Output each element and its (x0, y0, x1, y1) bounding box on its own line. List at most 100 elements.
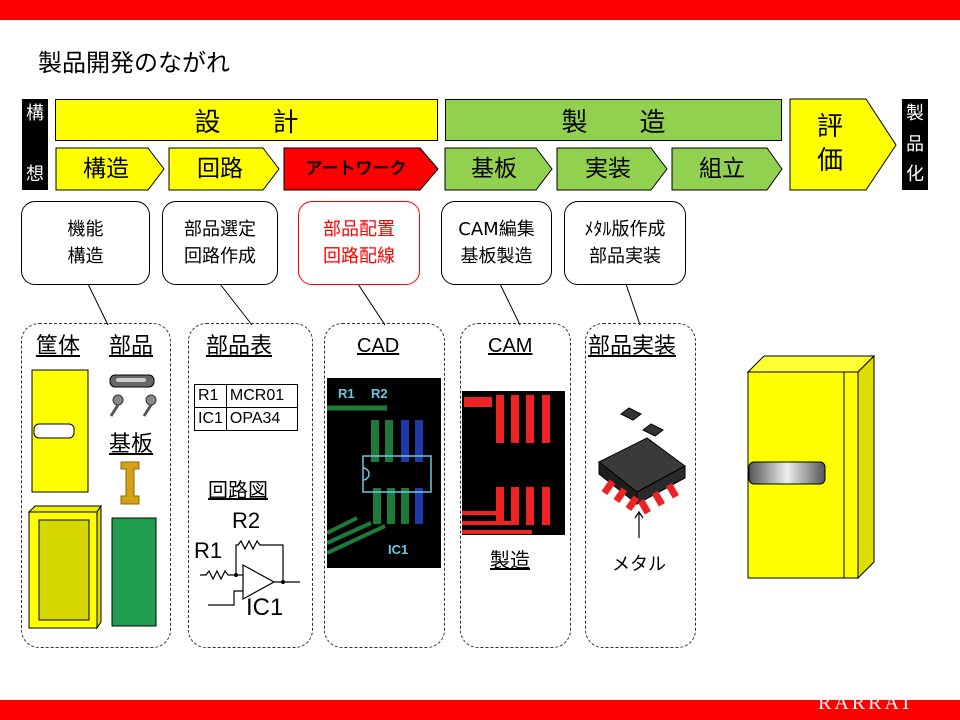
cad-trace (327, 521, 372, 545)
top-bar (0, 0, 960, 20)
cad-trace (327, 516, 358, 535)
step-assembly-label: 組立 (699, 156, 745, 182)
cad-pad (387, 488, 395, 524)
cad-label-r2: R2 (371, 386, 388, 401)
detail-line: 構造 (67, 246, 104, 267)
evaluation-char-1: 評 (816, 112, 843, 142)
ic-lead (613, 487, 628, 504)
pcb-board-shape (111, 517, 157, 627)
detail-bubble-artwork: 部品配置回路配線 (298, 201, 420, 285)
evaluation-label: 評 価 (812, 110, 848, 178)
table-row: R1 MCR01 (194, 384, 298, 408)
schematic-label-r1: R1 (194, 538, 223, 563)
step-arrow-board (444, 147, 553, 191)
product-illustration (746, 354, 876, 580)
cad-pad (415, 420, 423, 462)
bom-part: MCR01 (225, 384, 298, 408)
housing-base-top (27, 505, 102, 513)
product-char-3: 化 (906, 164, 924, 185)
part-connector-highlight (116, 378, 146, 382)
cad-label-r1: R1 (338, 386, 355, 401)
connector-3 (357, 283, 386, 326)
bom-ref: IC1 (194, 407, 227, 431)
cam-output-image (462, 391, 565, 535)
cam-pad (542, 487, 550, 525)
concept-char-1: 構 (26, 103, 44, 124)
product-char-1: 製 (906, 103, 924, 124)
assembly-title: 部品実装 (588, 334, 677, 359)
cad-pad (373, 488, 381, 524)
schematic-label-r2: R2 (232, 508, 261, 533)
design-phase: 設 計 (55, 99, 438, 141)
detail-line: 基板製造 (460, 246, 533, 267)
housing-slot (33, 423, 75, 439)
detail-line: ﾒﾀﾙ版作成 (584, 219, 666, 240)
ic-package-illustration (598, 407, 686, 538)
schematic-wire (200, 569, 236, 581)
step-arrow-assembly (671, 147, 783, 191)
cam-pad (496, 487, 504, 525)
step-arrow-mount (556, 147, 668, 191)
cam-pad (511, 395, 519, 443)
pointer-arrowhead (634, 510, 644, 519)
connector-4 (499, 283, 521, 326)
product-char-2: 品 (906, 133, 924, 155)
product-handle (748, 461, 826, 485)
cam-pad (511, 487, 519, 525)
cam-title: CAM (488, 335, 533, 357)
cad-trace (327, 524, 386, 555)
cad-ic-outline (362, 455, 432, 493)
connector-2 (219, 283, 253, 326)
ic-lead (651, 490, 665, 507)
cad-pad (401, 420, 409, 462)
schematic-wire (235, 539, 284, 582)
product-side-face (857, 354, 875, 580)
step-board-label: 基板 (471, 156, 517, 182)
screw-icon (109, 394, 124, 417)
panel-cad (324, 323, 445, 648)
housing-base-inner (38, 519, 90, 621)
panel-cam (460, 323, 571, 648)
product-top-face (746, 355, 876, 373)
cad-label-ic1: IC1 (388, 542, 409, 557)
cam-pad (526, 395, 534, 443)
parts-title: 部品 (109, 334, 154, 359)
product-label: 製 品 化 (902, 99, 928, 190)
step-arrow-structure (55, 147, 165, 191)
cad-pad (371, 420, 379, 462)
manufacturing-phase-label: 製 造 (561, 107, 666, 138)
cad-pad (415, 488, 423, 524)
process-arrows (55, 98, 897, 191)
detail-line: 部品実装 (589, 246, 661, 267)
page-title: 製品開発のながれ (38, 49, 230, 77)
manufacturing-phase: 製 造 (445, 99, 782, 141)
bom-title: 部品表 (206, 334, 273, 359)
cad-pad (401, 488, 409, 524)
cam-pad (526, 487, 534, 525)
connector-5 (625, 283, 641, 326)
logo: RARRAT (818, 692, 915, 714)
panel-bom (188, 323, 313, 648)
assembly-caption: メタル (612, 554, 666, 575)
housing-base-side (96, 504, 102, 630)
step-structure-label: 構造 (83, 156, 129, 182)
concept-label: 構 想 (22, 99, 48, 190)
detail-bubble-board: CAM編集基板製造 (441, 201, 552, 285)
panel-assembly (585, 323, 696, 648)
bottom-bar (0, 700, 960, 720)
design-phase-label: 設 計 (194, 107, 299, 138)
concept-char-2: 想 (26, 164, 44, 185)
cad-pad (385, 420, 393, 462)
chip-resistor-icon (620, 407, 642, 421)
panel-housing (21, 323, 171, 648)
detail-line: CAM編集 (458, 219, 535, 240)
detail-line: 回路配線 (323, 246, 395, 267)
board-title: 基板 (109, 432, 154, 457)
ic-lead (637, 498, 651, 515)
cam-pad (496, 395, 504, 443)
detail-bubble-circuit: 部品選定回路作成 (162, 201, 278, 285)
detail-line: 機能 (67, 219, 104, 240)
connector-1 (87, 283, 109, 326)
detail-line: 部品配置 (323, 219, 395, 240)
step-artwork-label: アートワーク (305, 159, 407, 179)
